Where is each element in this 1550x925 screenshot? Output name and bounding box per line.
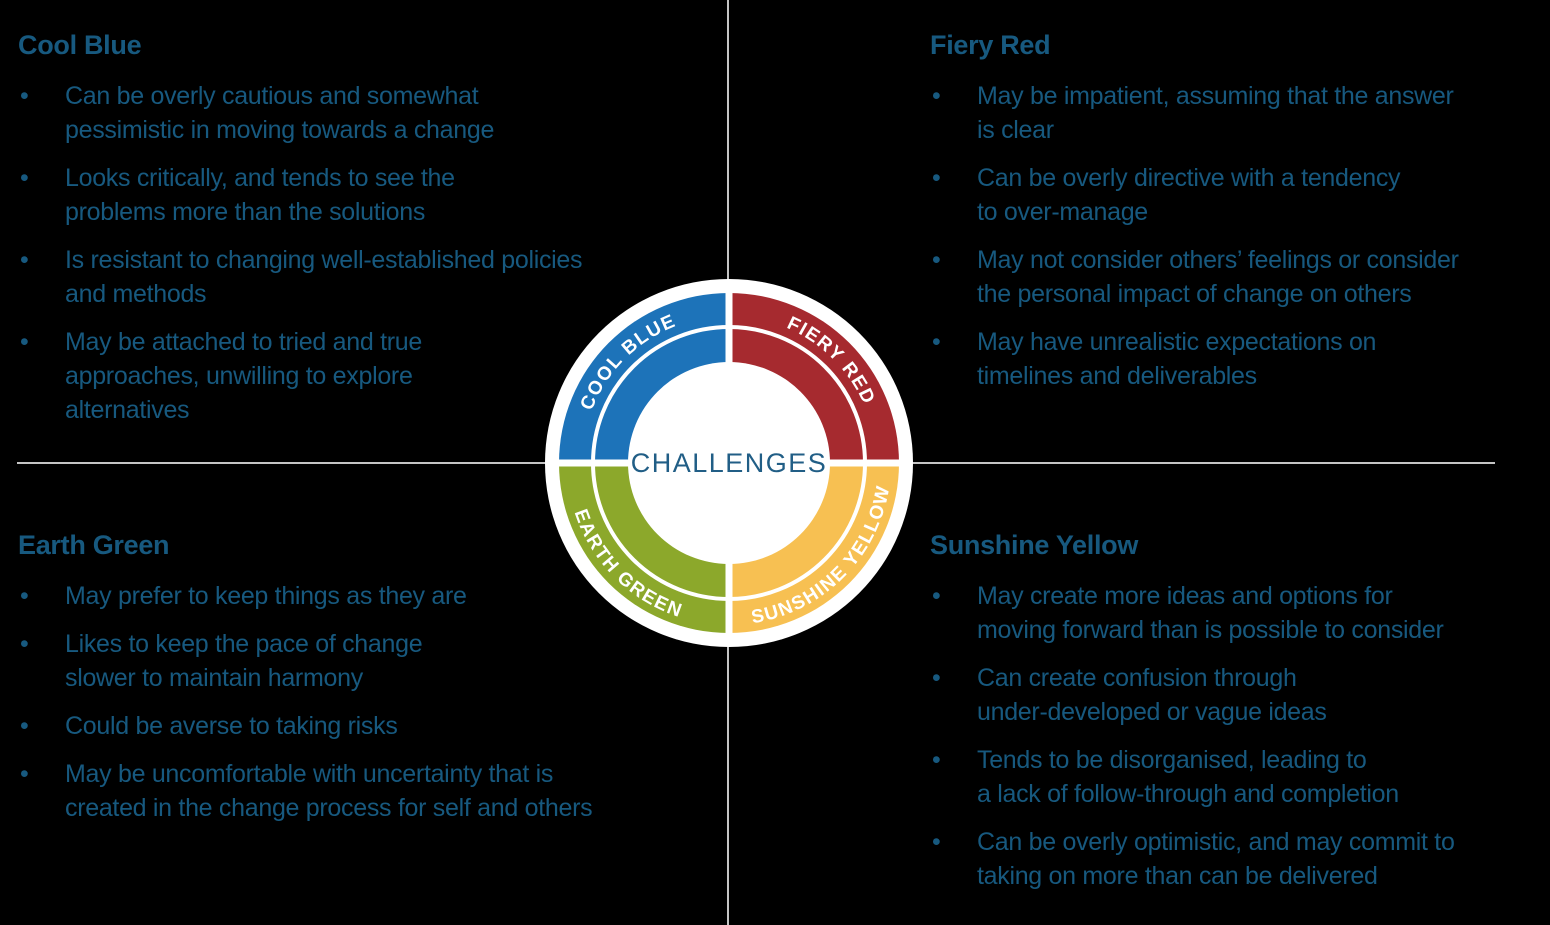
quadrant-sunshine-yellow: Sunshine Yellow • May create more ideas … <box>930 530 1540 907</box>
bullet-text: May prefer to keep things as they are <box>65 582 467 610</box>
list-item: • May be uncomfortable with uncertainty … <box>18 757 708 825</box>
bullet-text: May create more ideas and options for mo… <box>977 582 1444 644</box>
bullet-icon: • <box>20 712 29 740</box>
list-item: • Is resistant to changing well-establis… <box>18 243 688 311</box>
list-item: • Can create confusion through under-dev… <box>930 661 1540 729</box>
bullet-icon: • <box>20 582 29 610</box>
bullet-list: • May be impatient, assuming that the an… <box>930 79 1540 393</box>
wheel-center <box>628 362 830 564</box>
bullet-text: Tends to be disorganised, leading to a l… <box>977 746 1399 808</box>
bullet-icon: • <box>932 82 941 110</box>
list-item: • Tends to be disorganised, leading to a… <box>930 743 1540 811</box>
challenges-wheel-svg: COOL BLUE FIERY RED EARTH GREEN SUNSHINE… <box>545 279 913 647</box>
quadrant-title-sunshine-yellow: Sunshine Yellow <box>930 530 1139 560</box>
bullet-icon: • <box>932 164 941 192</box>
list-item: • May be attached to tried and true appr… <box>18 325 688 427</box>
bullet-text: Can be overly directive with a tendency … <box>977 164 1401 226</box>
bullet-text: Can be overly cautious and somewhat pess… <box>65 82 495 144</box>
quadrant-fiery-red: Fiery Red • May be impatient, assuming t… <box>930 30 1540 407</box>
list-item: • Looks critically, and tends to see the… <box>18 161 688 229</box>
bullet-icon: • <box>20 328 29 356</box>
list-item: • May create more ideas and options for … <box>930 579 1540 647</box>
list-item: • Can be overly cautious and somewhat pe… <box>18 79 688 147</box>
list-item: • May have unrealistic expectations on t… <box>930 325 1540 393</box>
quadrant-title-cool-blue: Cool Blue <box>18 30 142 60</box>
bullet-text: May be attached to tried and true approa… <box>65 328 422 424</box>
quadrant-title-fiery-red: Fiery Red <box>930 30 1051 60</box>
bullet-text: May have unrealistic expectations on tim… <box>977 328 1377 390</box>
list-item: • Can be overly directive with a tendenc… <box>930 161 1540 229</box>
bullet-icon: • <box>932 328 941 356</box>
bullet-icon: • <box>932 746 941 774</box>
bullet-icon: • <box>932 664 941 692</box>
bullet-list: • Can be overly cautious and somewhat pe… <box>18 79 688 427</box>
bullet-list: • May create more ideas and options for … <box>930 579 1540 893</box>
quadrant-cool-blue: Cool Blue • Can be overly cautious and s… <box>18 30 688 441</box>
bullet-text: Could be averse to taking risks <box>65 712 398 740</box>
bullet-text: Can create confusion through under-devel… <box>977 664 1327 726</box>
quadrant-earth-green: Earth Green • May prefer to keep things … <box>18 530 708 839</box>
bullet-icon: • <box>20 164 29 192</box>
bullet-icon: • <box>20 760 29 788</box>
bullet-text: Can be overly optimistic, and may commit… <box>977 828 1455 890</box>
bullet-text: Likes to keep the pace of change slower … <box>65 630 423 692</box>
bullet-icon: • <box>932 582 941 610</box>
wheel-band-separator <box>591 325 867 601</box>
bullet-text: Is resistant to changing well-establishe… <box>65 246 583 308</box>
bullet-list: • May prefer to keep things as they are … <box>18 579 708 825</box>
bullet-icon: • <box>20 82 29 110</box>
bullet-icon: • <box>20 630 29 658</box>
challenges-wheel: COOL BLUE FIERY RED EARTH GREEN SUNSHINE… <box>539 273 919 653</box>
quadrant-title-earth-green: Earth Green <box>18 530 170 560</box>
wheel-center-title: CHALLENGES <box>631 448 828 478</box>
bullet-icon: • <box>932 828 941 856</box>
bullet-text: May be uncomfortable with uncertainty th… <box>65 760 593 822</box>
bullet-icon: • <box>932 246 941 274</box>
bullet-icon: • <box>20 246 29 274</box>
bullet-text: Looks critically, and tends to see the p… <box>65 164 455 226</box>
list-item: • May prefer to keep things as they are <box>18 579 708 613</box>
list-item: • Could be averse to taking risks <box>18 709 708 743</box>
list-item: • Can be overly optimistic, and may comm… <box>930 825 1540 893</box>
list-item: • May be impatient, assuming that the an… <box>930 79 1540 147</box>
list-item: • May not consider others’ feelings or c… <box>930 243 1540 311</box>
bullet-text: May be impatient, assuming that the answ… <box>977 82 1454 144</box>
list-item: • Likes to keep the pace of change slowe… <box>18 627 708 695</box>
bullet-text: May not consider others’ feelings or con… <box>977 246 1459 308</box>
